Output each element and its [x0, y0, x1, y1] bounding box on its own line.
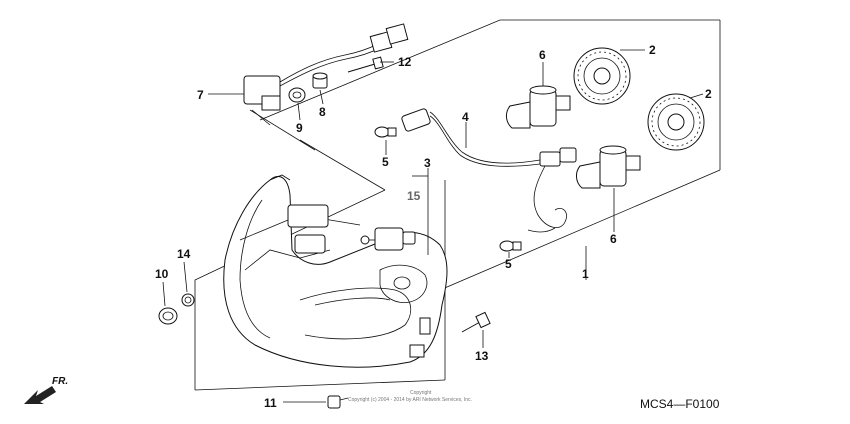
callout-15: 15: [407, 189, 421, 203]
copyright-line-2: Copyright (c) 2004 - 2014 by ARI Network…: [348, 397, 472, 403]
part-11-clip: [327, 395, 349, 409]
callout-2-lower: 2: [705, 87, 712, 101]
front-direction-arrow-icon: FR.: [24, 376, 68, 404]
leader-lines: [162, 49, 704, 403]
callout-6-lower: 6: [610, 232, 617, 246]
copyright-line-1: Copyright: [410, 390, 432, 396]
part-5-bulb-upper: [374, 126, 397, 138]
front-direction-label: FR.: [52, 376, 68, 387]
callout-6-upper: 6: [539, 48, 546, 62]
part-6-bulb-lower: [576, 145, 641, 189]
part-13-screw: [461, 311, 491, 333]
callout-9: 9: [296, 121, 303, 135]
part-12-bolt: [347, 56, 384, 73]
callout-8: 8: [319, 105, 326, 119]
part-4-harness: [401, 108, 577, 233]
callout-4: 4: [462, 110, 469, 124]
callout-11: 11: [264, 396, 277, 410]
callout-5-lower: 5: [505, 257, 512, 271]
callouts: 1 2 2 3 4 5 5 6 6 7 8 9 10 11 12 13 14 1…: [155, 43, 712, 410]
diagram-code: MCS4—F0100: [640, 397, 720, 411]
part-10-grommet: [158, 307, 178, 325]
callout-14: 14: [177, 247, 191, 261]
callout-13: 13: [475, 349, 489, 363]
headlight-housing: [223, 174, 448, 368]
part-8-collar: [312, 72, 328, 89]
callout-2-upper: 2: [649, 43, 656, 57]
part-7-module: [243, 23, 409, 126]
part-5-bulb-lower: [499, 240, 522, 252]
part-2-cover-upper: [573, 47, 631, 105]
part-9-grommet: [288, 87, 306, 103]
part-15-socket: [360, 227, 416, 251]
callout-7: 7: [197, 88, 204, 102]
callout-5-upper: 5: [382, 155, 389, 169]
callout-3: 3: [424, 156, 431, 170]
callout-1: 1: [582, 267, 589, 281]
part-14-nut: [181, 293, 195, 307]
part-6-bulb-upper: [506, 85, 571, 129]
callout-10: 10: [155, 267, 169, 281]
part-2-cover-lower: [647, 93, 705, 151]
callout-12: 12: [398, 55, 412, 69]
